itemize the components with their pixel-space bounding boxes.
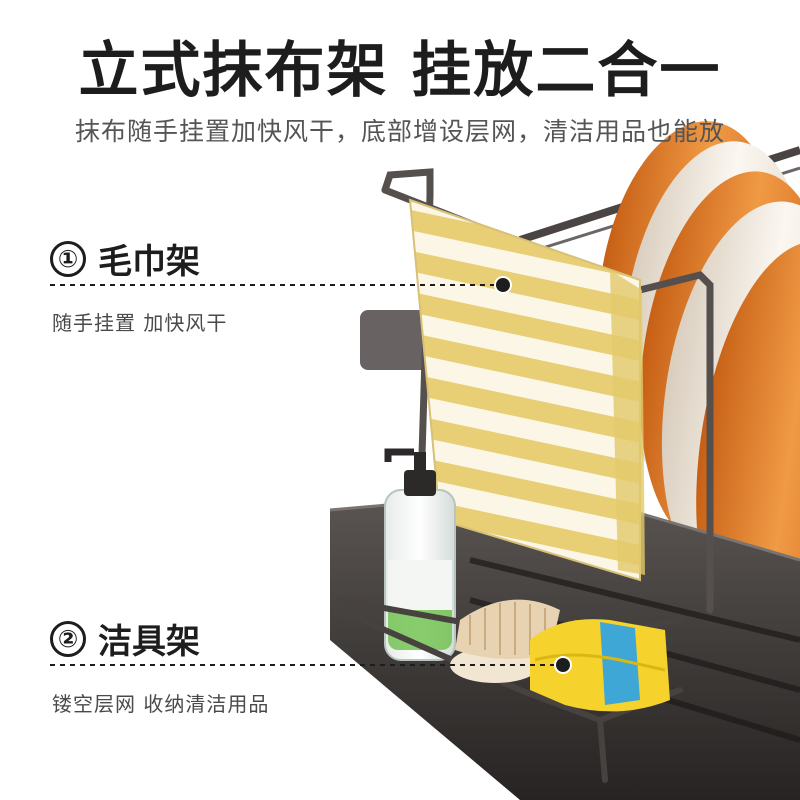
feature-number-1: ① bbox=[50, 240, 86, 277]
feature-cleaning-rack: ② 洁具架 bbox=[50, 614, 200, 663]
feature-desc-1: 随手挂置 加快风干 bbox=[52, 311, 228, 335]
sponges bbox=[530, 619, 670, 712]
feature-desc-2: 镂空层网 收纳清洁用品 bbox=[52, 692, 270, 716]
feature-towel-rack: ① 毛巾架 bbox=[50, 234, 200, 283]
feature-name-2: 洁具架 bbox=[98, 622, 200, 662]
page-subtitle: 抹布随手挂置加快风干，底部增设层网，清洁用品也能放 bbox=[74, 117, 725, 146]
page-title: 立式抹布架 挂放二合一 bbox=[78, 36, 722, 106]
feature-number-2: ② bbox=[50, 620, 86, 657]
feature-name-1: 毛巾架 bbox=[98, 242, 200, 282]
striped-towel bbox=[408, 198, 645, 582]
callout-lines bbox=[50, 276, 572, 674]
